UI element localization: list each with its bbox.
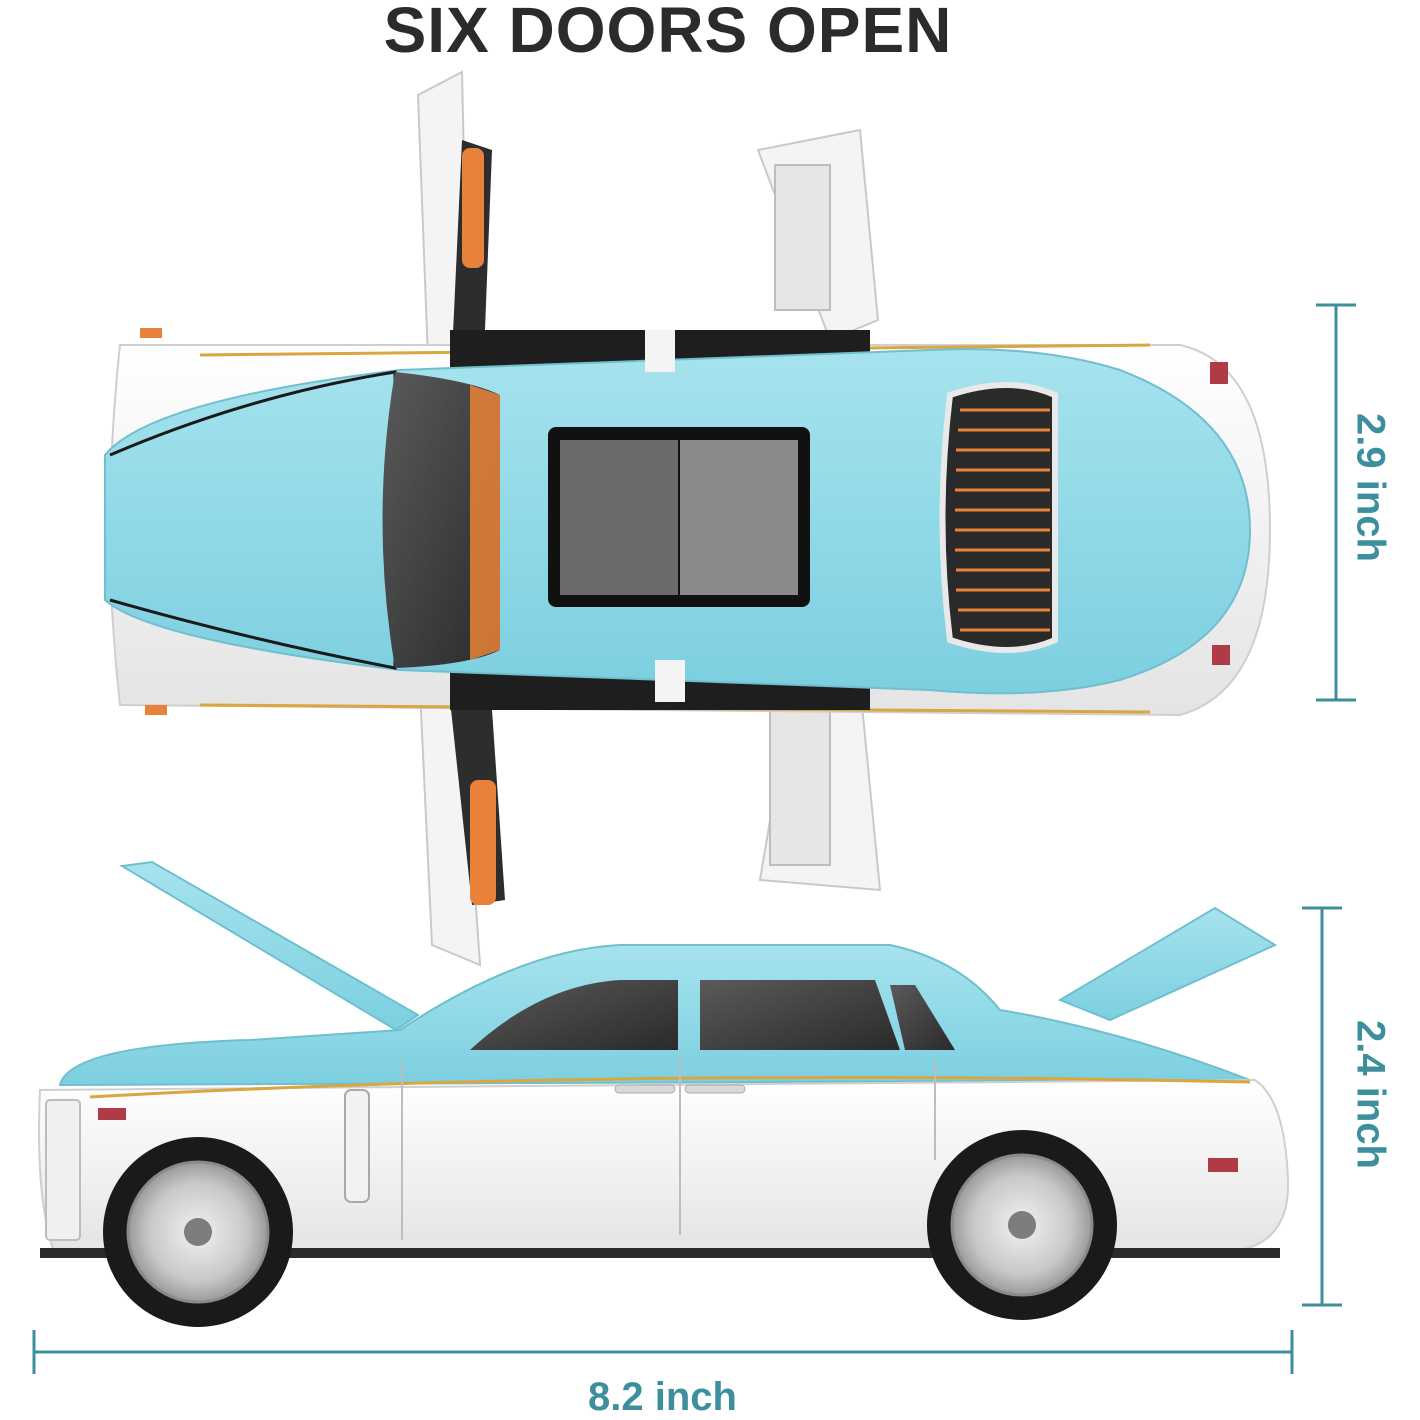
door-upper-front (416, 70, 492, 362)
top-height-dimension-line (1316, 303, 1356, 702)
door-upper-rear (756, 128, 880, 342)
rear-wheel (927, 1130, 1117, 1320)
door-lower-front (418, 688, 505, 967)
front-wheel (103, 1137, 293, 1327)
top-view-car (104, 70, 1272, 967)
top-view-height-label: 2.9 inch (1348, 413, 1393, 562)
width-label: 8.2 inch (588, 1375, 737, 1419)
door-lower-rear (758, 683, 882, 892)
side-height-dimension-line (1302, 906, 1342, 1307)
headline: SIX DOORS OPEN (383, 0, 953, 66)
side-view-car (38, 860, 1290, 1327)
width-dimension-line (32, 1330, 1294, 1374)
side-view-height-label: 2.4 inch (1348, 1020, 1393, 1169)
